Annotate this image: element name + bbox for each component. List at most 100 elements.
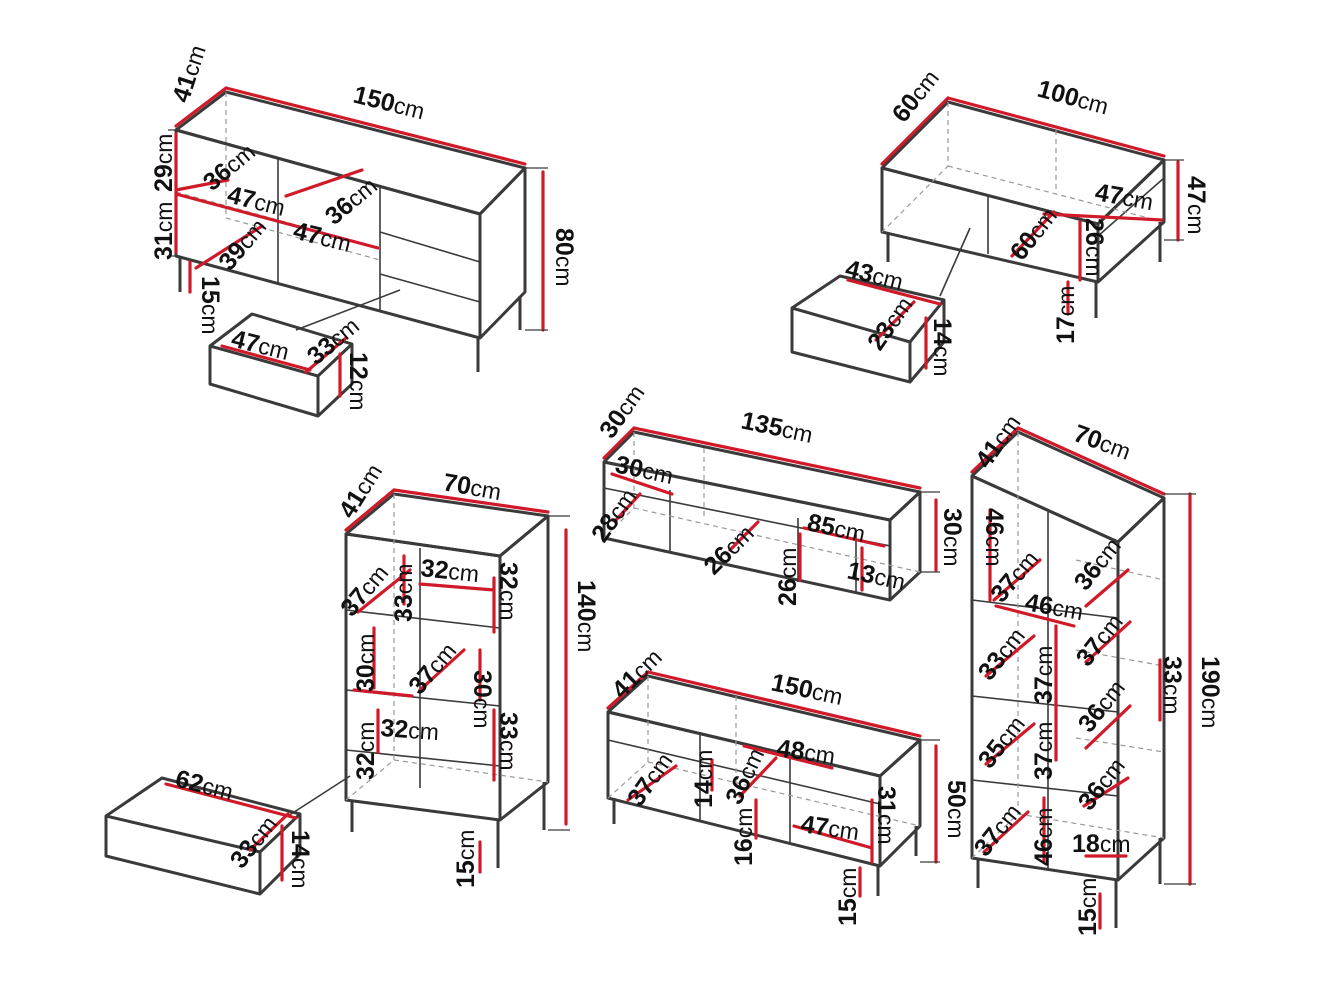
highboard-legs [350,782,546,868]
tv-lowboard: 41cm 150cm 50cm 37cm 14cm 36cm 48cm 47cm… [606,644,970,926]
tv-cabinet-ext [920,491,940,573]
tv-lowboard-mid-h-label: 14cm [690,750,718,808]
sideboard-height-label: 80cm [550,228,578,286]
sideboard: 41cm 150cm 80cm 29cm 36cm 47cm 36cm 31cm… [150,42,578,418]
tv-cabinet-mid-h-label: 26cm [774,548,802,606]
sideboard-drawer-h-label: 12cm [344,352,372,410]
tall-cabinet-r3-d-label: 36cm [1073,674,1131,737]
tv-cabinet-width-label: 135cm [739,406,816,448]
tall-cabinet-c-h2-label: 37cm [1030,722,1058,780]
coffee-table-box [880,158,1166,284]
tall-cabinet-hidden [971,432,1165,859]
sideboard-drawer-dims [220,336,348,398]
highboard-mid-h-label: 30cm [352,634,380,692]
highboard-height-label: 140cm [572,580,600,652]
coffee-table-shelf-w-label: 47cm [1093,178,1155,216]
tv-cabinet-body [602,460,922,602]
tall-cabinet-partitions [971,512,1119,868]
coffee-table-width-label: 100cm [1034,75,1111,121]
highboard: 41cm 70cm 140cm 37cm 33cm 32cm 32cm 30cm… [104,459,600,896]
coffee-table-drawer [790,274,946,384]
highboard-top-right-w-label: 32cm [419,554,480,588]
highboard-low-w-label: 32cm [380,714,440,746]
highboard-top-right-h-label: 32cm [494,562,522,620]
highboard-body [344,514,550,822]
sideboard-lower-shelf-d-label: 39cm [213,213,272,276]
tv-cabinet-small-h-label: 13cm [845,556,908,596]
tv-lowboard-hidden [607,676,921,827]
tall-cabinet-l3-d-label: 35cm [973,710,1031,773]
sideboard-legs [178,256,522,372]
highboard-drawer-d-label: 33cm [225,810,283,873]
coffee-table-dims [880,96,1180,316]
tv-lowboard-left-d-label: 37cm [622,747,678,811]
coffee-table-hidden [881,102,1165,233]
tall-cabinet-r4-d-label: 36cm [1073,752,1131,815]
tv-lowboard-low-h-label: 16cm [730,808,758,866]
sideboard-extension-lines [168,129,548,331]
highboard-shelves [345,548,501,788]
tall-cabinet-bottom-h-label: 46cm [1030,808,1058,866]
tall-cabinet-c-h1-label: 37cm [1030,646,1058,704]
sideboard-depth-label: 41cm [167,42,212,106]
tall-cabinet-bottom-r-label: 18cm [1072,830,1130,858]
tall-cabinet: 41cm 70cm 190cm 46cm 37cm 46cm 36cm 37cm… [969,410,1224,936]
highboard-hidden [345,494,549,801]
tall-cabinet-body [970,474,1166,882]
tv-cabinet-side-h-label: 28cm [586,483,642,547]
tall-cabinet-top-left-h-label: 46cm [980,508,1008,566]
tall-cabinet-legs [976,838,1162,928]
coffee-table-legs [886,222,1162,318]
coffee-table-drawer-leader [939,227,971,297]
tv-lowboard-body [606,710,922,868]
highboard-depth-label: 41cm [333,459,388,523]
highboard-low-left-h-label: 32cm [352,722,380,780]
tall-cabinet-top-left-w-label: 46cm [1023,588,1085,626]
tv-lowboard-leg-h-label: 15cm [834,868,862,926]
tv-lowboard-height-label: 50cm [942,780,970,838]
highboard-top-shelf-h-label: 33cm [390,564,418,622]
tall-cabinet-l4-d-label: 37cm [969,798,1027,861]
tv-cabinet-inner-d-label: 30cm [613,450,676,490]
tv-lowboard-right-w-label: 47cm [799,810,861,846]
sideboard-hidden-edges [175,92,381,261]
tall-cabinet-ext [1164,493,1196,885]
coffee-table-ext [1164,159,1184,241]
sideboard-top-shelf-w-label: 47cm [225,181,289,222]
highboard-mid-d-label: 37cm [403,637,462,700]
coffee-table-height-label: 47cm [1182,176,1210,234]
highboard-ext [548,515,570,831]
sideboard-top-shelf-h-label: 29cm [150,134,178,192]
highboard-drawer-leader [287,775,351,817]
sideboard-lower-shelf-h-label: 31cm [150,202,178,260]
coffee-table-drawer-dims [846,278,942,370]
tall-cabinet-l2-d-label: 33cm [973,622,1031,685]
sideboard-side [478,166,527,340]
highboard-drawer-h-label: 14cm [286,830,314,888]
highboard-width-label: 70cm [441,468,503,506]
highboard-low-right-h-label: 33cm [494,712,522,770]
tv-cabinet-partitions [603,487,891,592]
tv-lowboard-legs [612,798,918,896]
tv-lowboard-top-w-label: 48cm [775,734,837,770]
tv-lowboard-right-h-label: 31cm [872,786,900,844]
tv-cabinet-height-label: 30cm [938,508,966,566]
tall-cabinet-dims [970,426,1192,930]
tv-lowboard-width-label: 150cm [769,668,846,710]
coffee-table: 60cm 100cm 47cm 47cm 60cm 26cm 17cm 43cm… [790,65,1210,384]
highboard-mid-right-h-label: 30cm [468,670,496,728]
sideboard-dim-lines [174,86,545,332]
highboard-leg-h-label: 15cm [452,830,480,888]
highboard-dims [344,488,568,874]
tv-cabinet-dims [602,426,938,592]
coffee-table-leg-h-label: 17cm [1052,286,1080,344]
sideboard-drawer-leader [295,289,401,331]
tv-cabinet-right-w-label: 85cm [805,508,868,548]
sideboard-drawer-w-label: 47cm [229,325,293,366]
coffee-table-drawer-w-label: 43cm [843,255,907,296]
tall-cabinet-r-h-label: 33cm [1158,656,1186,714]
tv-cabinet-hidden [603,432,921,573]
coffee-table-shelf [987,177,1165,254]
